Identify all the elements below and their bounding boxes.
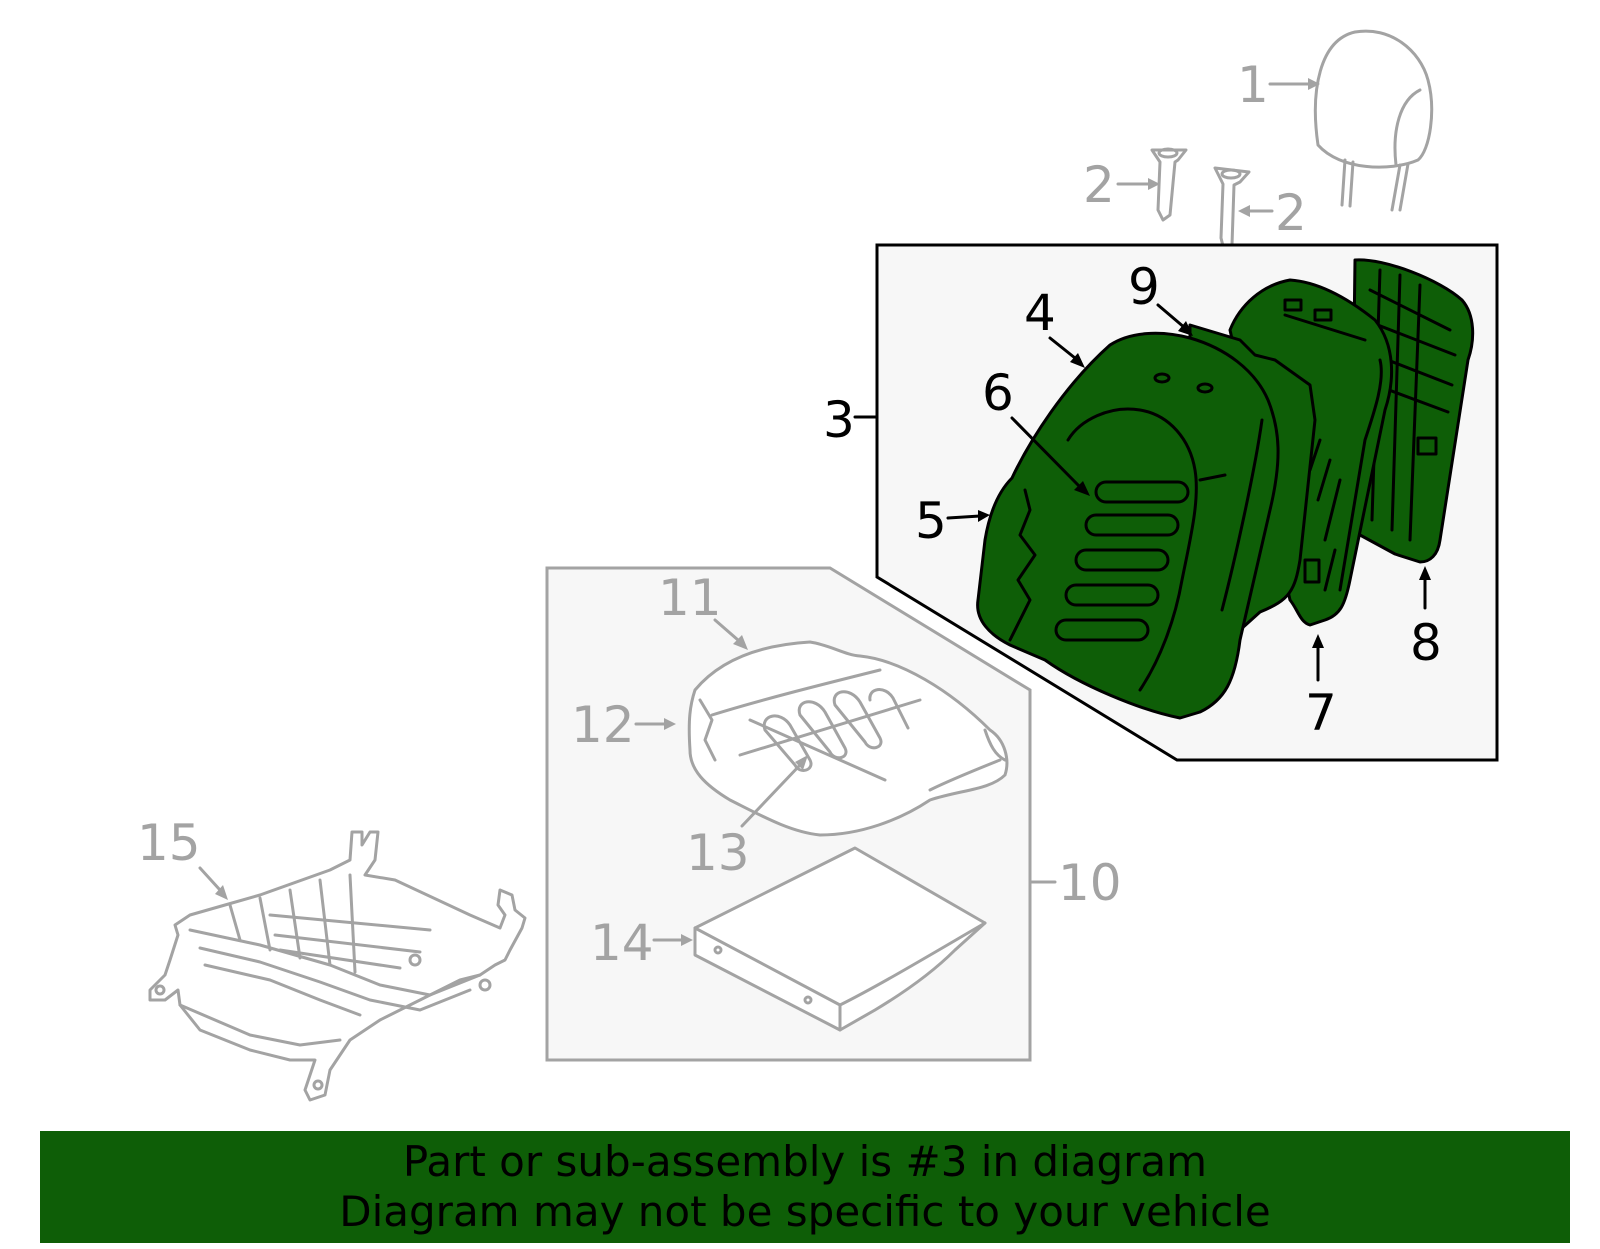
callout-15: 15 [137,814,228,900]
callout-label-9: 9 [1128,258,1160,316]
callout-2a: 2 [1083,156,1160,214]
callout-14: 14 [590,914,693,972]
cushion-cover-part-11[interactable] [687,640,1009,837]
callout-6: 6 [982,364,1090,496]
callout-label-1: 1 [1237,56,1269,114]
callout-label-6: 6 [982,364,1014,422]
callout-7: 7 [1305,634,1337,742]
callout-3: 3 [823,391,879,449]
callout-label-13: 13 [686,824,750,882]
callout-8: 8 [1410,566,1442,672]
callout-label-2b: 2 [1275,184,1307,242]
callout-label-15: 15 [137,814,201,872]
callout-label-3: 3 [823,391,855,449]
callout-label-5: 5 [915,492,947,550]
callout-10: 10 [1028,854,1122,912]
callout-label-14: 14 [590,914,654,972]
banner-line-2: Diagram may not be specific to your vehi… [339,1187,1271,1236]
callout-9: 9 [1128,258,1193,336]
callout-12: 12 [571,696,676,754]
back-cover-part-4[interactable] [976,331,1280,720]
callout-label-12: 12 [571,696,635,754]
callout-11: 11 [658,569,748,650]
callout-label-8: 8 [1410,614,1442,672]
callout-1: 1 [1237,56,1320,114]
heater-mat-part-6[interactable] [1054,480,1190,642]
callout-label-2a: 2 [1083,156,1115,214]
callout-5: 5 [915,492,990,550]
callout-4: 4 [1024,284,1085,368]
callout-2b: 2 [1238,184,1307,242]
callout-label-11: 11 [658,569,722,627]
banner-line-1: Part or sub-assembly is #3 in diagram [402,1137,1208,1186]
cushion-pad-part-14[interactable] [693,846,987,1032]
callout-13: 13 [686,755,808,882]
callout-label-4: 4 [1024,284,1056,342]
callout-label-7: 7 [1305,684,1337,742]
headrest-part[interactable] [1313,29,1434,212]
seat-frame-part-15[interactable] [148,830,527,1102]
headrest-guide-left[interactable] [1150,147,1188,222]
info-banner: Part or sub-assembly is #3 in diagram Di… [40,1131,1570,1243]
callout-label-10: 10 [1058,854,1122,912]
